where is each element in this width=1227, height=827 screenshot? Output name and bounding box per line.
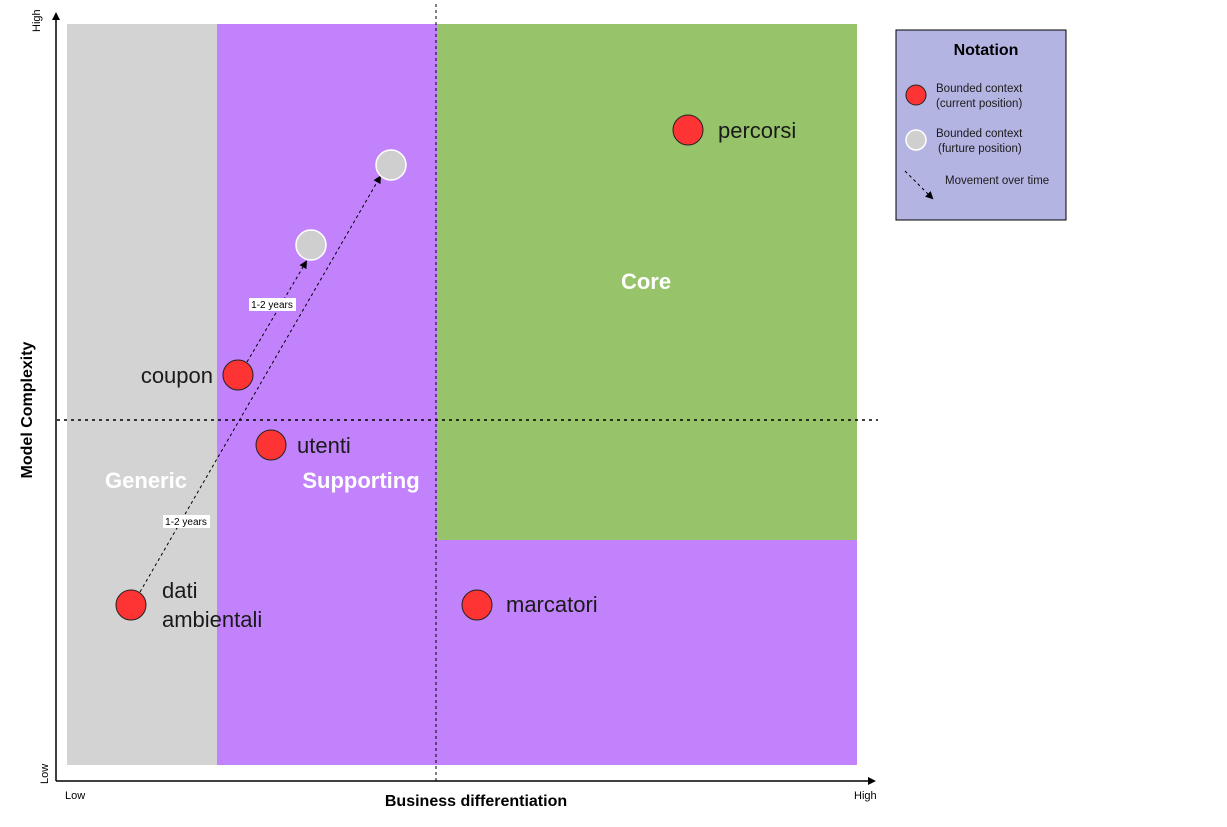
movement-label-coupon: 1-2 years <box>251 300 293 311</box>
context-dot-utenti <box>255 429 287 461</box>
legend-future-line1: Bounded context <box>936 128 1023 140</box>
x-axis-high-label: High <box>854 790 877 802</box>
context-label-percorsi: percorsi <box>718 118 796 143</box>
context-dot-marcatori <box>461 589 493 621</box>
movement-label-dati-ambientali: 1-2 years <box>165 517 207 528</box>
x-axis-low-label: Low <box>65 790 85 802</box>
y-axis-low-label: Low <box>39 764 51 784</box>
legend-current-dot-icon <box>905 84 927 106</box>
future-position-coupon <box>295 229 327 261</box>
supporting-zone-lower <box>437 540 857 765</box>
context-label-dati-ambientali-line1: dati <box>162 578 197 603</box>
legend-title: Notation <box>954 42 1019 59</box>
supporting-zone <box>217 24 437 765</box>
future-position-dati-ambientali <box>375 149 407 181</box>
supporting-zone-label: Supporting <box>302 468 419 493</box>
legend-movement-arrow-icon <box>904 170 934 200</box>
context-label-marcatori: marcatori <box>506 592 598 617</box>
context-label-utenti: utenti <box>297 433 351 458</box>
y-axis-high-label: High <box>31 9 43 32</box>
core-zone-label: Core <box>621 269 671 294</box>
legend-box <box>895 29 1067 221</box>
movement-label-bg-dati-ambientali <box>163 515 210 528</box>
movement-label-bg-coupon <box>249 298 296 311</box>
generic-zone-label: Generic <box>105 468 187 493</box>
context-dot-percorsi <box>672 114 704 146</box>
legend-current-line1: Bounded context <box>936 83 1023 95</box>
y-axis-title: Model Complexity <box>19 341 36 478</box>
movement-arrow-coupon <box>246 260 308 363</box>
context-label-coupon: coupon <box>141 363 213 388</box>
context-dot-dati-ambientali <box>115 589 147 621</box>
legend-movement-label: Movement over time <box>945 175 1049 187</box>
generic-zone <box>67 24 217 765</box>
legend: Notation Bounded context (current positi… <box>895 29 1067 221</box>
legend-future-dot-icon <box>905 129 927 151</box>
context-dot-coupon <box>222 359 254 391</box>
legend-current-line2: (current position) <box>936 98 1022 110</box>
core-zone <box>437 24 857 540</box>
x-axis-title: Business differentiation <box>385 793 567 810</box>
legend-future-line2: (furture position) <box>938 143 1022 155</box>
context-label-dati-ambientali-line2: ambientali <box>162 607 262 632</box>
